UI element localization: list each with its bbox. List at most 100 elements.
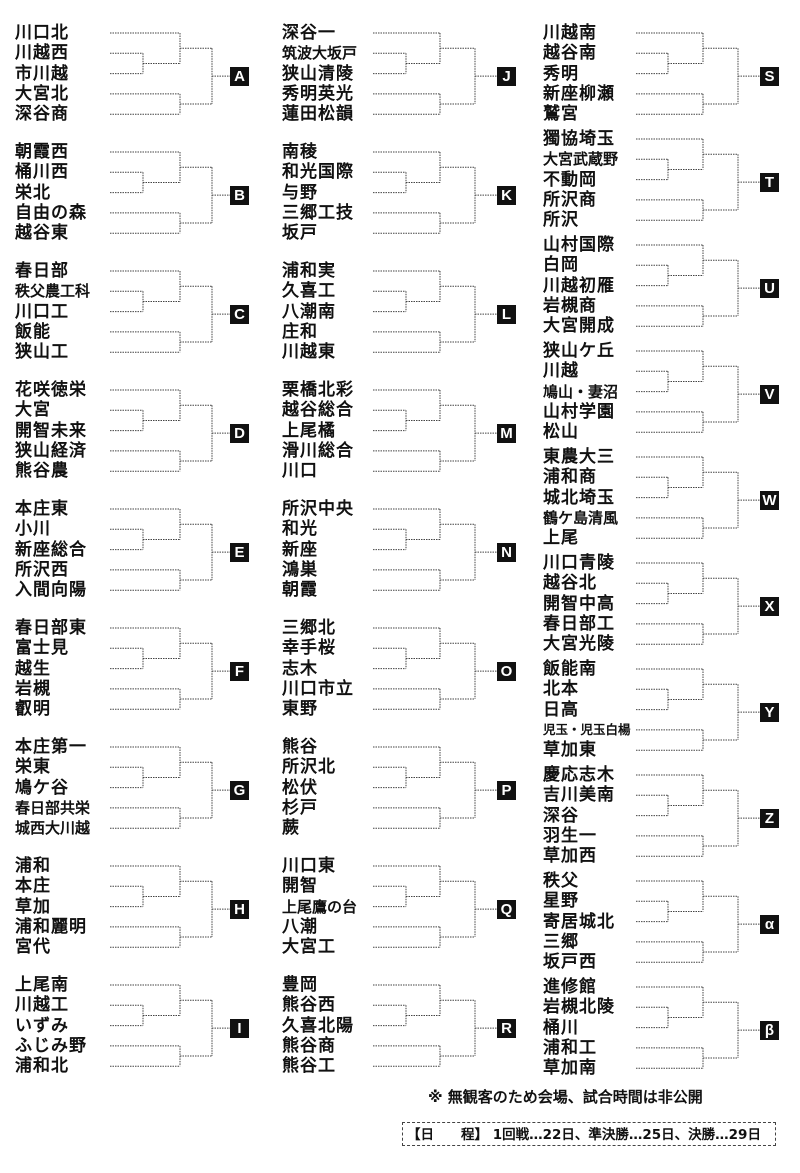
team-name: 和光国際 [282,162,354,183]
team-name: 深谷商 [15,104,69,125]
team-name: 上尾橘 [282,420,336,441]
team-name: 獨協埼玉 [543,129,615,149]
block-label: A [230,66,249,86]
team-name: 春日部共栄 [15,798,91,817]
team-name: 幸手桜 [282,638,336,659]
team-name: 飯能南 [543,659,597,679]
block-label: D [230,423,249,443]
team-name: 秀明 [543,63,579,84]
team-name: 城北埼玉 [543,487,615,508]
team-name: 東農大三 [543,447,615,467]
team-name: 入間向陽 [15,580,87,601]
team-name: 久喜北陽 [282,1015,354,1036]
team-name: 和光 [282,519,318,540]
team-name: 松山 [543,422,579,443]
team-name: 上尾 [543,528,579,549]
block-label: G [230,780,249,800]
team-name: 秩父 [543,871,579,891]
schedule-box: 【日 程】 1回戦…22日、準決勝…25日、決勝…29日 [402,1122,776,1146]
team-name: 秀明英光 [282,83,354,104]
team-name: 越谷南 [543,43,597,64]
team-name: 与野 [282,182,318,203]
block-label: α [760,914,779,934]
team-name: 所沢中央 [282,499,354,519]
block-label: H [230,899,249,919]
block-label: P [497,780,516,800]
team-name: 川口市立 [282,678,354,699]
team-name: 花咲徳栄 [15,380,87,400]
team-name: 草加南 [543,1058,597,1079]
block-label: T [760,172,779,192]
team-name: 新座 [282,539,318,560]
team-name: 岩槻 [15,678,51,699]
block-label: U [760,278,779,298]
notice-text: ※ 無観客のため会場、試合時間は非公開 [428,1088,703,1106]
team-name: 越谷北 [543,573,597,594]
team-name: 越谷総合 [282,400,354,421]
team-name: 児玉・児玉白楊 [543,721,631,737]
team-name: 大宮光陵 [543,634,615,655]
team-name: 八潮 [282,916,318,937]
team-name: 草加西 [543,846,597,867]
team-name: 鳩山・妻沼 [543,382,619,401]
team-name: 岩槻北陵 [543,997,615,1018]
team-name: 市川越 [15,63,69,84]
team-name: 川越 [543,361,579,382]
team-name: 浦和 [15,856,51,876]
block-label: β [760,1020,779,1040]
team-name: 本庄東 [15,499,69,519]
block-label: C [230,304,249,324]
block-label: M [497,423,516,443]
team-name: 鴻巣 [282,559,318,580]
team-name: 山村学園 [543,401,615,422]
team-name: 八潮南 [282,301,336,322]
team-name: 上尾鷹の台 [282,897,358,916]
team-name: 桶川 [543,1017,579,1038]
block-label: W [760,490,779,510]
block-label: B [230,185,249,205]
team-name: 浦和実 [282,261,336,281]
team-name: 熊谷農 [15,461,69,482]
team-name: 川越南 [543,23,597,43]
team-name: 大宮武蔵野 [543,150,619,169]
team-name: 東野 [282,699,318,720]
team-name: 熊谷工 [282,1056,336,1077]
team-name: 鷲宮 [543,104,579,125]
team-name: 川越工 [15,995,69,1016]
team-name: 越生 [15,658,51,679]
team-name: 開智 [282,876,318,897]
team-name: 新座総合 [15,539,87,560]
team-name: いずみ [15,1015,69,1036]
block-label: F [230,661,249,681]
team-name: 蓮田松韻 [282,104,354,125]
team-name: 開智中高 [543,593,615,614]
team-name: 川口東 [282,856,336,876]
team-name: 上尾南 [15,975,69,995]
team-name: 秩父農工科 [15,282,91,301]
team-name: 熊谷西 [282,995,336,1016]
block-label: E [230,542,249,562]
team-name: 本庄 [15,876,51,897]
team-name: 岩槻商 [543,295,597,316]
team-name: 越谷東 [15,223,69,244]
team-name: 浦和北 [15,1056,69,1077]
team-name: 山村国際 [543,235,615,255]
team-name: 宮代 [15,937,51,958]
team-name: 川口 [282,461,318,482]
block-label: V [760,384,779,404]
team-name: 叡明 [15,699,51,720]
team-name: 吉川美南 [543,785,615,806]
team-name: 朝霞 [282,580,318,601]
team-name: 川口工 [15,301,69,322]
team-name: 庄和 [282,321,318,342]
block-label: Z [760,808,779,828]
team-name: 星野 [543,891,579,912]
team-name: 進修館 [543,977,597,997]
team-name: 三郷工技 [282,202,354,223]
team-name: 大宮北 [15,83,69,104]
block-label: K [497,185,516,205]
team-name: 不動岡 [543,169,597,190]
team-name: 所沢西 [15,559,69,580]
team-name: 筑波大坂戸 [282,44,358,63]
